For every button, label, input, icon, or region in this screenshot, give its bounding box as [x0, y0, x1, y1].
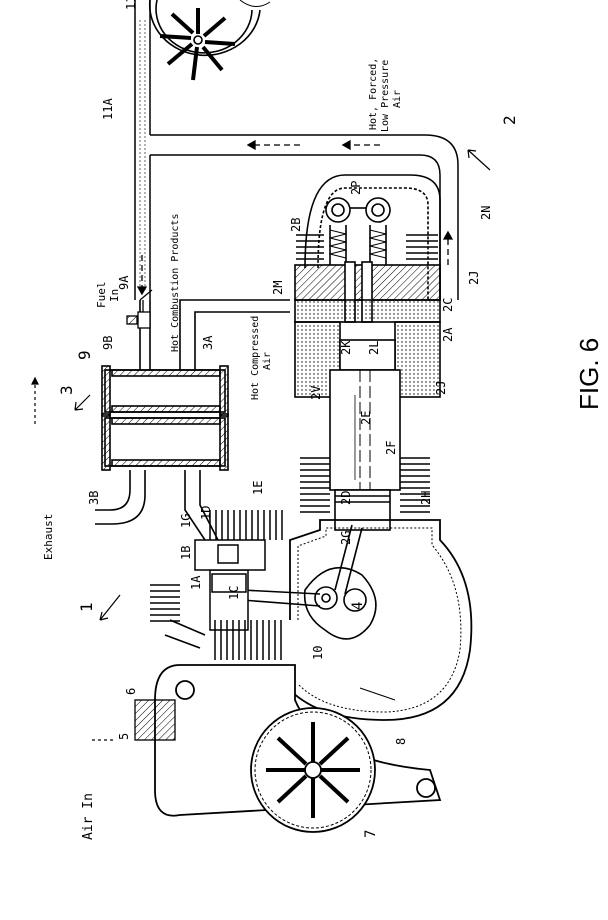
label-forced-1: Hot, Forced, [368, 58, 379, 130]
ref-2j: 2J [467, 271, 481, 285]
ref-8: 8 [394, 738, 408, 745]
ref-1d: 1D [199, 506, 213, 520]
valve-block-2m [294, 261, 441, 323]
label-fuel-in: In [108, 289, 121, 302]
ref-2g: 2G [339, 531, 353, 545]
ref-2p: 2P [349, 181, 363, 195]
ref-1g: 1G [179, 514, 193, 528]
ref-2j-lower: 2J [434, 381, 448, 395]
ref-2k: 2K [339, 340, 353, 355]
ref-1: 1 [77, 602, 96, 612]
ref-3b: 3B [87, 491, 101, 505]
ref-2a: 2A [441, 327, 455, 342]
ref-2e: 2E [359, 411, 373, 425]
ref-9: 9 [75, 350, 94, 360]
label-forced-2: Low Pressure [380, 60, 391, 132]
crank-4 [303, 524, 377, 640]
ref-11a: 11A [101, 98, 115, 120]
rod-10 [241, 589, 321, 607]
ref-2b: 2B [289, 218, 303, 232]
air-cylinder-2 [294, 321, 441, 491]
heat-exchanger-3 [101, 365, 229, 471]
ref-4: 4 [350, 602, 366, 610]
ref-1b: 1B [179, 546, 193, 560]
cooling-fins-2b [296, 234, 438, 260]
ref-2m: 2M [271, 281, 285, 295]
ref-11: 11 [124, 0, 138, 10]
label-hot-compressed-air: Air [262, 352, 273, 370]
label-hot-compressed: Hot Compressed [250, 316, 261, 400]
ref-1c: 1C [227, 586, 241, 600]
compressor-outlet-1g [184, 470, 219, 541]
ref-5: 5 [117, 733, 131, 740]
compressor-cylinder-1 [194, 539, 266, 631]
ref-2v: 2V [309, 386, 323, 400]
ref-3a: 3A [201, 335, 215, 350]
reference-numerals: 1 1A 1B 1C 1D 1E 1G 2 2A 2B 2C 2D 2E 2F … [57, 0, 519, 838]
upper-blower [148, 0, 271, 81]
piston-2f [334, 489, 391, 531]
ref-2l: 2L [367, 341, 381, 355]
ref-1a: 1A [189, 575, 203, 590]
label-air-in: Air In [81, 793, 96, 840]
air-engine-head [304, 174, 441, 300]
ref-7: 7 [363, 830, 379, 838]
ref-6: 6 [124, 688, 138, 695]
ref-10: 10 [311, 646, 325, 660]
label-fuel: Fuel [95, 282, 108, 309]
callout-arrows [31, 149, 491, 741]
ref-2n: 2N [479, 206, 493, 220]
inlet-pipe-6 [164, 619, 206, 649]
ref-9b: 9B [101, 336, 115, 350]
label-hot-combustion: Hot Combustion Products [170, 214, 181, 352]
ref-2: 2 [500, 115, 519, 125]
ref-2d: 2D [339, 491, 353, 505]
ref-1e: 1E [251, 481, 265, 495]
ref-3: 3 [57, 385, 76, 395]
air-filter-5 [134, 699, 176, 741]
label-forced-3: Air [392, 90, 403, 108]
figure-caption: FIG. 6 [574, 338, 604, 410]
ref-9a: 9A [117, 275, 131, 290]
valve-block-lower [294, 299, 441, 323]
ref-2c: 2C [441, 298, 455, 312]
cylinder-fins-1e [150, 510, 283, 660]
flow-arrows [136, 139, 454, 296]
label-exhaust: Exhaust [42, 514, 55, 560]
exhaust-pipe-3b [95, 470, 146, 525]
cylinder-fins-2h [300, 457, 430, 513]
flow-labels: Air In Exhaust Fuel In Hot Combustion Pr… [42, 58, 403, 840]
fuel-injector-9 [126, 300, 151, 329]
ref-2f: 2F [384, 441, 398, 455]
lower-blower-7 [154, 664, 442, 833]
ref-2h: 2H [419, 491, 433, 505]
